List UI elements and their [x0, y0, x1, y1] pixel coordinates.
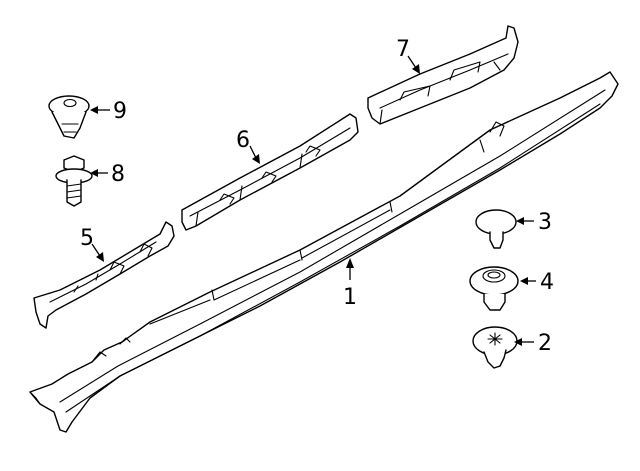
part-2-screw-clip [472, 326, 518, 369]
part-4-grommet [469, 266, 519, 311]
part-8-hex-bolt [55, 155, 93, 207]
callout-6: 6 [236, 128, 250, 153]
callout-8: 8 [111, 162, 125, 187]
part-1-rocker-moulding [29, 71, 619, 433]
part-3-plug [475, 209, 517, 249]
callout-1: 1 [343, 285, 357, 310]
part-9-push-clip [48, 95, 90, 139]
part-7-bracket [367, 25, 519, 125]
callout-7: 7 [396, 37, 410, 62]
leaders [90, 55, 536, 346]
callout-3: 3 [538, 210, 552, 235]
callout-9: 9 [113, 99, 127, 124]
part-6-bracket [181, 113, 359, 231]
callout-2: 2 [538, 331, 552, 356]
callout-4: 4 [540, 270, 554, 295]
callout-5: 5 [80, 226, 94, 251]
part-5-bracket [33, 221, 175, 329]
